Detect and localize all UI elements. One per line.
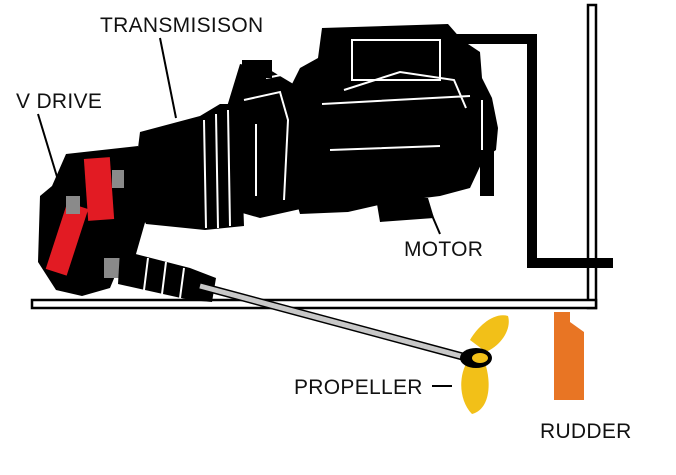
propeller-hub-face xyxy=(472,353,488,363)
label-motor: MOTOR xyxy=(404,238,483,261)
transmission-ribs xyxy=(203,109,231,229)
leader-transmission xyxy=(159,37,177,119)
propeller-blade-lower xyxy=(461,358,489,414)
hull-bottom xyxy=(30,298,598,310)
motor-block xyxy=(284,24,498,214)
label-rudder: RUDDER xyxy=(540,420,632,443)
propeller-blade-upper xyxy=(470,315,509,352)
label-transmission: TRANSMISISON xyxy=(100,14,263,37)
v-drive-gear-lower xyxy=(45,202,89,276)
leader-motor xyxy=(427,205,441,235)
label-propeller: PROPELLER xyxy=(294,376,423,399)
transmission xyxy=(132,104,244,230)
motor xyxy=(284,24,498,222)
motor-detail-line xyxy=(321,70,483,151)
hull xyxy=(30,3,598,310)
leader-v-drive xyxy=(37,113,59,181)
shaft-coupling xyxy=(118,250,216,302)
motor-valve-cover xyxy=(351,39,441,81)
v-drive-bearing-2 xyxy=(66,196,80,214)
propeller-shaft-fill xyxy=(199,283,469,361)
manifold xyxy=(226,60,305,218)
rudder xyxy=(554,312,584,400)
v-drive-bearing-1 xyxy=(112,170,124,188)
propeller xyxy=(460,315,509,414)
manifold-top xyxy=(242,60,272,78)
v-drive-gear-upper xyxy=(83,157,115,221)
label-v-drive: V DRIVE xyxy=(16,90,102,113)
exhaust-pipe xyxy=(455,34,613,268)
motor-pan xyxy=(376,198,434,222)
shaft-coupling-rings xyxy=(143,257,185,299)
motor-oil-filter xyxy=(480,148,494,196)
